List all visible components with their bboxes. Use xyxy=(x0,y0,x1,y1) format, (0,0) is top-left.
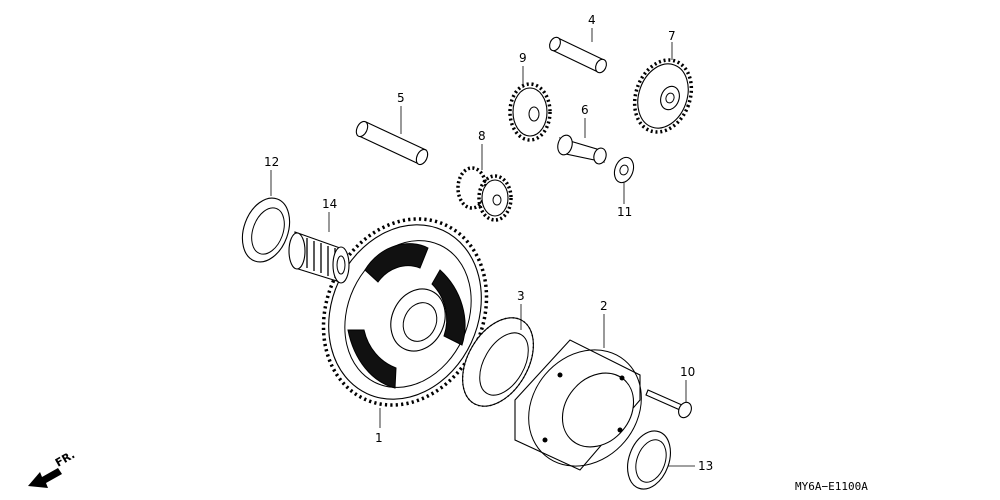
starter-idle-gear-part xyxy=(456,166,513,222)
front-direction-indicator: FR. xyxy=(28,448,77,488)
callout-13: 13 xyxy=(698,459,713,473)
idle-shaft-part xyxy=(557,134,607,165)
front-label: FR. xyxy=(53,448,77,469)
callout-4: 4 xyxy=(588,13,596,27)
callout-8: 8 xyxy=(478,129,486,143)
needle-bearing-part xyxy=(288,231,350,284)
gear-window xyxy=(364,243,429,283)
callout-3: 3 xyxy=(517,289,525,303)
callout-6: 6 xyxy=(581,103,589,117)
one-way-clutch-part xyxy=(461,317,535,407)
callout-10: 10 xyxy=(680,365,695,379)
drawing-code: MY6A−E1100A xyxy=(795,480,868,493)
gear-window xyxy=(347,329,397,389)
callout-labels: 1 2 3 4 5 6 7 8 9 10 11 12 13 14 xyxy=(264,13,713,473)
callout-9: 9 xyxy=(519,51,527,65)
callout-14: 14 xyxy=(322,197,337,211)
arrow-icon xyxy=(28,468,62,488)
callout-5: 5 xyxy=(397,91,405,105)
gear-window xyxy=(431,269,466,346)
gear-shaft-lower-part xyxy=(355,120,429,166)
leader-lines xyxy=(270,28,695,467)
washer-part xyxy=(613,156,635,184)
starter-clutch-outer-part xyxy=(514,339,642,471)
starter-driven-gear-part xyxy=(321,217,489,407)
callout-7: 7 xyxy=(668,29,676,43)
gear-shaft-upper-part xyxy=(549,36,607,74)
reduction-gear-part xyxy=(632,58,694,134)
callout-11: 11 xyxy=(617,205,632,219)
small-gear-part xyxy=(508,82,552,142)
callout-2: 2 xyxy=(600,299,608,313)
thrust-washer-part xyxy=(241,197,291,263)
callout-1: 1 xyxy=(375,431,383,445)
ring-washer-part xyxy=(627,430,671,490)
socket-bolt-part xyxy=(645,389,692,419)
callout-12: 12 xyxy=(264,155,279,169)
